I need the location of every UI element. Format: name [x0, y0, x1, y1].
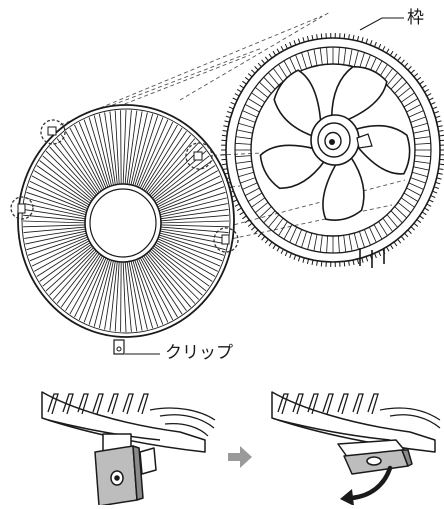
clip-detail-after: [272, 392, 440, 505]
clip-closed: [338, 440, 412, 474]
clip-detail-before: [42, 392, 215, 505]
front-guard-bottom-clip: [114, 340, 124, 354]
clip-label: クリップ: [165, 345, 233, 362]
curved-arrow-icon: [340, 468, 390, 505]
guard-wires-curve-right: [380, 408, 440, 428]
fan-hub: [311, 115, 372, 165]
rear-guard-frame: [221, 33, 444, 268]
right-arrow-icon: [228, 446, 252, 468]
clip-open: [95, 434, 156, 505]
frame-label: 枠: [407, 10, 424, 27]
front-guard: [11, 105, 238, 354]
